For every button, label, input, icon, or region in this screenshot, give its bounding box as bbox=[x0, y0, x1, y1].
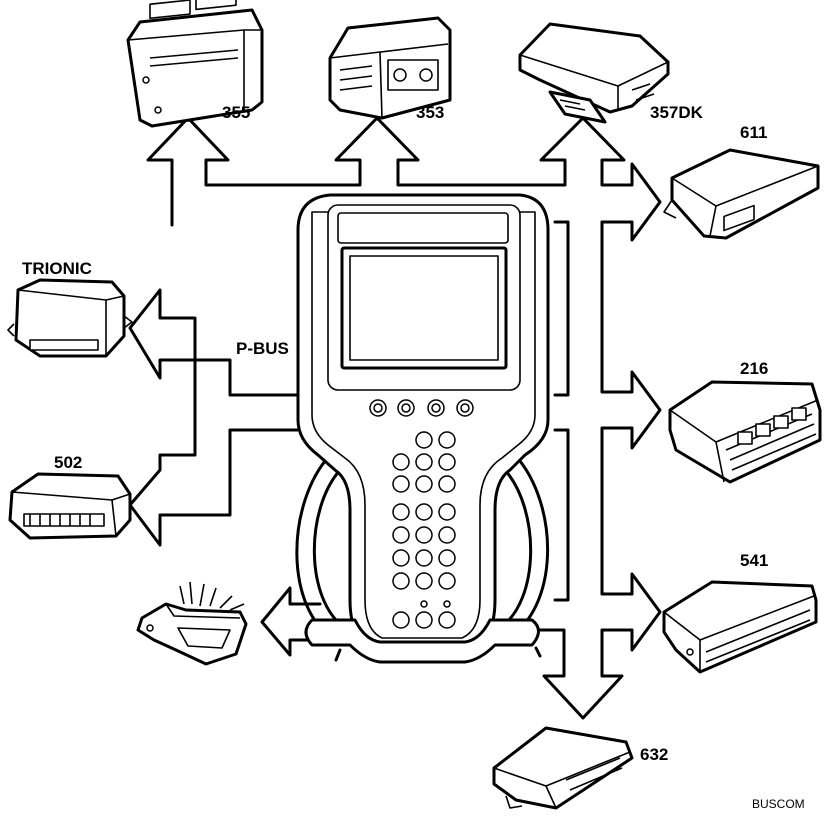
module-216 bbox=[668, 380, 822, 484]
label-buscom: BUSCOM bbox=[752, 797, 805, 811]
module-355 bbox=[126, 0, 264, 128]
module-trionic bbox=[7, 278, 133, 358]
diagnostic-tester bbox=[295, 193, 550, 664]
label-p-bus: P-BUS bbox=[236, 339, 291, 358]
module-353 bbox=[328, 16, 452, 120]
module-611 bbox=[663, 148, 820, 240]
label-trionic: TRIONIC bbox=[22, 259, 92, 278]
module-502 bbox=[8, 472, 132, 540]
label-611: 611 bbox=[740, 123, 768, 142]
module-541 bbox=[662, 580, 818, 674]
bus-line-right bbox=[553, 220, 570, 397]
connector-obd bbox=[136, 581, 248, 666]
label-353: 353 bbox=[416, 103, 445, 122]
tester-screen bbox=[340, 246, 508, 370]
function-keys bbox=[369, 399, 474, 417]
tester-body-inner bbox=[311, 211, 536, 639]
module-632 bbox=[492, 726, 634, 810]
label-541: 541 bbox=[740, 551, 769, 570]
arrow-right-216 bbox=[538, 220, 662, 720]
tester-tick-left bbox=[334, 648, 342, 662]
label-216: 216 bbox=[740, 359, 769, 378]
module-357dk bbox=[518, 22, 670, 124]
bus-line-right-lower bbox=[553, 428, 570, 602]
arrow-left-trionic bbox=[128, 288, 302, 547]
cable-loop-inner bbox=[312, 468, 533, 630]
label-357dk: 357DK bbox=[650, 103, 703, 122]
keypad bbox=[392, 431, 456, 629]
label-502: 502 bbox=[54, 453, 83, 472]
tester-bumper bbox=[304, 618, 540, 664]
screen-top-bar bbox=[337, 212, 509, 244]
tester-tick-right bbox=[534, 646, 542, 658]
label-355: 355 bbox=[222, 103, 251, 122]
label-632: 632 bbox=[640, 745, 669, 764]
tester-screen-inner bbox=[349, 255, 499, 361]
